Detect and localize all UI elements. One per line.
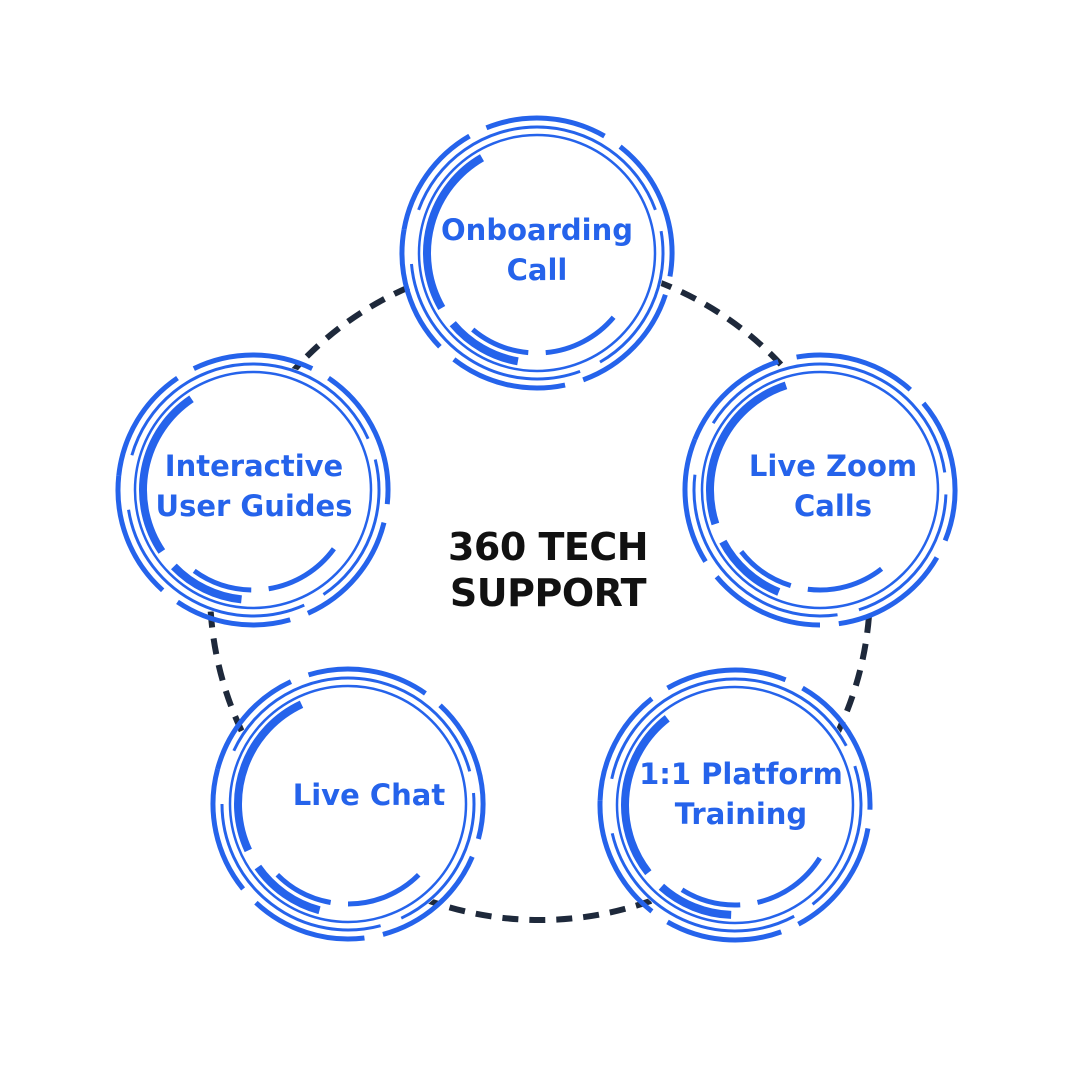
- ring-arc: [597, 696, 654, 801]
- ring-arc: [116, 376, 179, 477]
- node-backdrop: [409, 125, 665, 381]
- ring-arc: [275, 872, 332, 905]
- ring-arc: [797, 828, 871, 927]
- ring-arc: [838, 556, 940, 627]
- ring-arc: [347, 872, 421, 907]
- ring-arc: [692, 359, 780, 441]
- node-label-line-2: Call: [507, 253, 568, 287]
- ring-circle: [133, 370, 373, 610]
- ring-arc: [610, 833, 795, 933]
- ring-arc: [807, 566, 884, 593]
- ring-arc: [192, 352, 314, 371]
- ring-arc: [811, 765, 863, 906]
- ring-arc: [438, 703, 486, 840]
- ring-arc: [666, 667, 787, 691]
- ring-arc: [210, 768, 246, 891]
- ring-arc: [401, 133, 471, 230]
- center-title: 360 TECH SUPPORT: [448, 525, 649, 615]
- ring-arc: [739, 550, 792, 589]
- node-live-zoom-calls: Live Zoom Calls: [682, 352, 958, 628]
- ring-arc: [215, 679, 293, 770]
- node-backdrop: [125, 362, 381, 618]
- ring-arc: [452, 357, 566, 391]
- ring-arc: [130, 362, 370, 456]
- node-label-line-1: Live Chat: [293, 778, 446, 812]
- ring-circle: [417, 133, 657, 373]
- node-rings: [597, 667, 873, 943]
- node-platform-training: 1:1 Platform Training: [597, 667, 873, 943]
- ring-arc: [921, 401, 958, 542]
- node-backdrop: [220, 676, 476, 932]
- ring-arc: [322, 459, 381, 596]
- node-label-line-1: Interactive: [165, 449, 343, 483]
- ring-arc: [400, 792, 476, 920]
- node-label-line-1: 1:1 Platform: [639, 757, 843, 791]
- ring-arc: [115, 475, 165, 593]
- ring-arc: [449, 321, 519, 366]
- ring-circle: [228, 684, 468, 924]
- ring-arc: [545, 315, 616, 356]
- ring-arc: [127, 509, 305, 618]
- ring-arc: [796, 352, 913, 392]
- ring-arc: [471, 327, 529, 356]
- ring-arc: [610, 677, 848, 780]
- ring-arc: [621, 715, 670, 876]
- ring-arc: [756, 856, 822, 905]
- ring-arc: [234, 700, 304, 853]
- ring-arc: [658, 883, 732, 919]
- node-label-line-2: Calls: [794, 489, 872, 523]
- node-label-line-2: User Guides: [156, 489, 353, 523]
- ring-arc: [232, 676, 472, 772]
- node-rings: [399, 115, 675, 391]
- node-label-line-1: Onboarding: [441, 213, 633, 247]
- ring-arc: [170, 563, 242, 604]
- ring-arc: [705, 381, 788, 526]
- node-rings: [115, 352, 391, 628]
- ring-arc: [682, 438, 708, 563]
- ring-arc: [254, 864, 321, 915]
- ring-arc: [307, 666, 427, 696]
- node-backdrop: [607, 677, 863, 933]
- ring-arc: [306, 522, 387, 616]
- ring-arc: [220, 803, 381, 932]
- node-live-chat: Live Chat: [210, 666, 486, 942]
- ring-arc: [423, 154, 485, 310]
- ring-arc: [582, 293, 668, 383]
- node-rings: [682, 352, 958, 628]
- ring-arc: [680, 887, 741, 908]
- node-backdrop: [692, 362, 948, 618]
- ring-arc: [327, 376, 391, 505]
- ring-arc: [192, 568, 252, 593]
- ring-arc: [666, 919, 783, 943]
- ring-arc: [711, 362, 947, 473]
- ring-arc: [409, 263, 581, 381]
- ring-arc: [176, 599, 291, 628]
- ring-arc: [858, 494, 948, 612]
- ring-arc: [417, 125, 657, 211]
- ring-circle: [615, 685, 855, 925]
- center-title-line-2: SUPPORT: [450, 571, 647, 615]
- ring-arc: [719, 539, 781, 596]
- ring-arc: [618, 144, 675, 277]
- ring-arc: [692, 474, 838, 618]
- node-rings: [210, 666, 486, 942]
- ring-arc: [139, 395, 194, 554]
- ring-arc: [254, 900, 365, 942]
- ring-arc: [597, 800, 654, 914]
- ring-arc: [714, 575, 821, 628]
- ring-arc: [399, 229, 442, 349]
- center-title-line-1: 360 TECH: [448, 525, 648, 569]
- ring-arc: [485, 115, 606, 139]
- ring-arc: [801, 685, 873, 810]
- node-label-line-1: Live Zoom: [749, 449, 917, 483]
- node-interactive-user-guides: Interactive User Guides: [115, 352, 391, 628]
- ring-arc: [382, 855, 475, 937]
- node-label-line-2: Training: [675, 797, 807, 831]
- ring-arc: [599, 230, 665, 364]
- ring-circle: [700, 370, 940, 610]
- ring-arc: [268, 547, 336, 592]
- node-onboarding-call: Onboarding Call: [399, 115, 675, 391]
